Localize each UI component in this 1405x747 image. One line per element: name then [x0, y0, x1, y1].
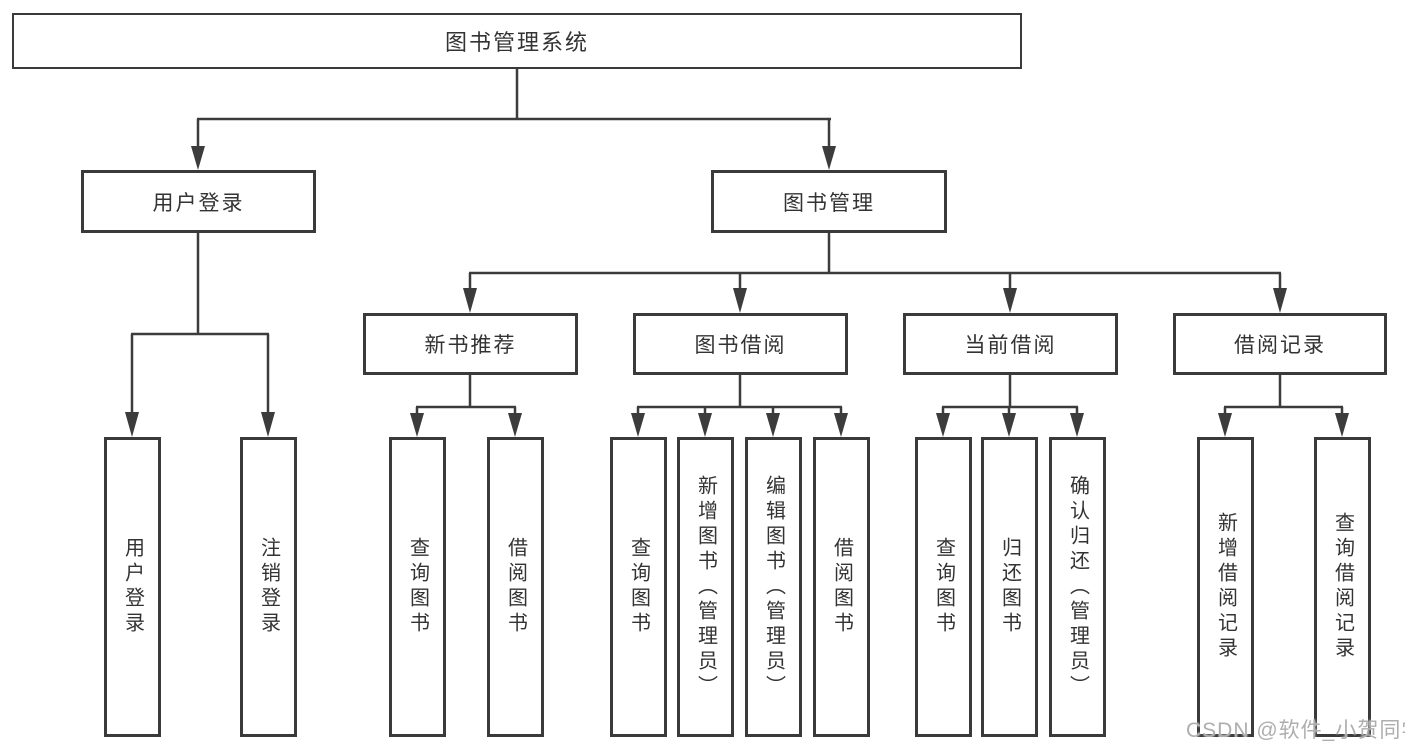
leaf-label: 借阅图书 — [504, 537, 527, 637]
leaf-borrow-books-recommend: 借阅图书 — [487, 437, 544, 737]
connector-root-to-level2 — [191, 68, 836, 170]
leaf-query-books-recommend: 查询图书 — [389, 437, 446, 737]
node-new-book-recommend: 新书推荐 — [363, 313, 578, 375]
csdn-watermark: CSDN @软件_小贺同学 — [1186, 719, 1405, 742]
connector-book-borrow-to-leaves — [631, 375, 848, 437]
node-label: 图书管理 — [783, 191, 875, 215]
leaf-label: 查询图书 — [406, 537, 429, 637]
leaf-label: 归还图书 — [998, 537, 1021, 637]
leaf-label: 编辑图书（管理员） — [762, 474, 785, 700]
leaf-add-borrow-record: 新增借阅记录 — [1197, 437, 1254, 737]
node-label: 当前借阅 — [964, 334, 1057, 357]
leaf-label: 新增借阅记录 — [1214, 512, 1237, 662]
node-book-management: 图书管理 — [711, 170, 947, 233]
leaf-label: 查询图书 — [932, 537, 955, 637]
leaf-user-login: 用户登录 — [104, 437, 161, 737]
leaf-query-books-borrowing: 查询图书 — [610, 437, 667, 737]
leaf-logout: 注销登录 — [240, 437, 297, 737]
node-book-borrowing: 图书借阅 — [633, 313, 848, 375]
node-label: 用户登录 — [152, 191, 245, 215]
node-label: 图书管理系统 — [444, 30, 589, 55]
leaf-query-books-current: 查询图书 — [915, 437, 972, 737]
node-current-borrowing: 当前借阅 — [903, 313, 1118, 375]
leaf-label: 借阅图书 — [830, 537, 853, 637]
leaf-return-books: 归还图书 — [981, 437, 1038, 737]
leaf-label: 新增图书（管理员） — [694, 474, 717, 700]
node-label: 借阅记录 — [1234, 334, 1326, 357]
node-root-library-system: 图书管理系统 — [12, 13, 1022, 69]
node-label: 新书推荐 — [424, 334, 517, 357]
leaf-label: 查询借阅记录 — [1331, 512, 1354, 662]
connector-book-mgmt-to-level3 — [463, 233, 1287, 313]
leaf-add-books-admin: 新增图书（管理员） — [677, 437, 734, 737]
connector-borrow-records-to-leaves — [1218, 375, 1349, 437]
leaf-query-borrow-record: 查询借阅记录 — [1314, 437, 1371, 737]
leaf-label: 注销登录 — [257, 537, 280, 637]
leaf-confirm-return-admin: 确认归还（管理员） — [1049, 437, 1106, 737]
connector-current-borrow-to-leaves — [936, 375, 1084, 437]
node-label: 图书借阅 — [694, 334, 787, 357]
node-borrow-records: 借阅记录 — [1173, 313, 1387, 375]
leaf-label: 确认归还（管理员） — [1066, 474, 1089, 700]
node-user-login: 用户登录 — [81, 170, 316, 233]
leaf-edit-books-admin: 编辑图书（管理员） — [745, 437, 802, 737]
leaf-label: 用户登录 — [121, 537, 144, 637]
connector-user-login-to-leaves — [125, 233, 275, 437]
connector-new-books-to-leaves — [410, 375, 522, 437]
leaf-borrow-books: 借阅图书 — [813, 437, 870, 737]
leaf-label: 查询图书 — [627, 537, 650, 637]
